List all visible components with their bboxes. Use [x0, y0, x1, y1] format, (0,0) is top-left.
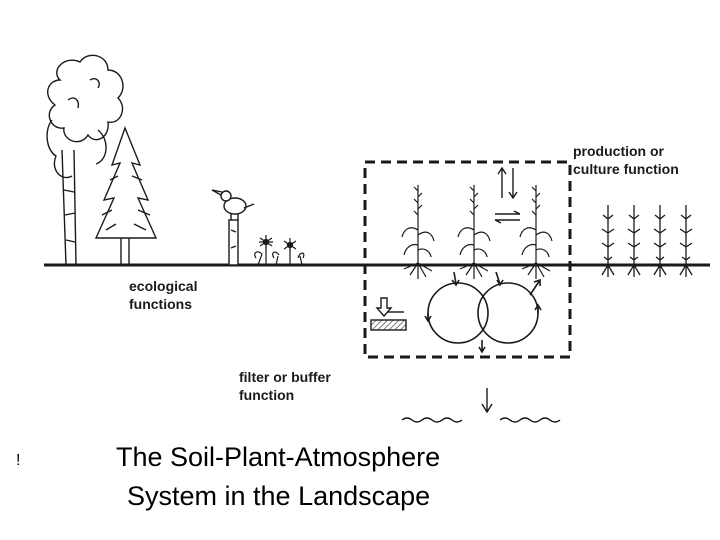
- production-crop-icon: [653, 205, 667, 277]
- bird-on-post-icon: [211, 189, 255, 266]
- production-crop-icon: [601, 205, 615, 277]
- slide-title-line-2: System in the Landscape: [127, 481, 431, 511]
- production-crop-icon: [679, 205, 693, 277]
- stray-mark: !: [16, 452, 21, 469]
- atmosphere-exchange-arrows: [494, 166, 521, 224]
- production-crop-icon: [627, 205, 641, 277]
- crop-plants-group: [401, 185, 553, 279]
- crop-plant-icon: [401, 185, 435, 279]
- ecological-functions-label: ecological functions: [129, 278, 198, 312]
- leaching-indicator: [370, 297, 407, 331]
- crop-plant-icon: [519, 185, 553, 279]
- soil-nutrient-cycle: [424, 271, 542, 354]
- system-boundary-box: [363, 160, 572, 359]
- slide-title-line-1: The Soil-Plant-Atmosphere: [116, 442, 441, 472]
- cycle-circle-right: [477, 282, 539, 344]
- crop-plant-icon: [457, 185, 491, 279]
- conifer-tree-icon: [94, 126, 158, 265]
- production-function-label: production or culture function: [573, 143, 679, 177]
- filter-buffer-function-label: filter or buffer function: [239, 369, 331, 403]
- cycle-circle-left: [427, 282, 489, 344]
- production-crops-group: [601, 205, 693, 277]
- deciduous-tree-icon: [46, 54, 124, 266]
- groundwater-flow: [401, 388, 561, 423]
- wildflowers-icon: [254, 235, 305, 266]
